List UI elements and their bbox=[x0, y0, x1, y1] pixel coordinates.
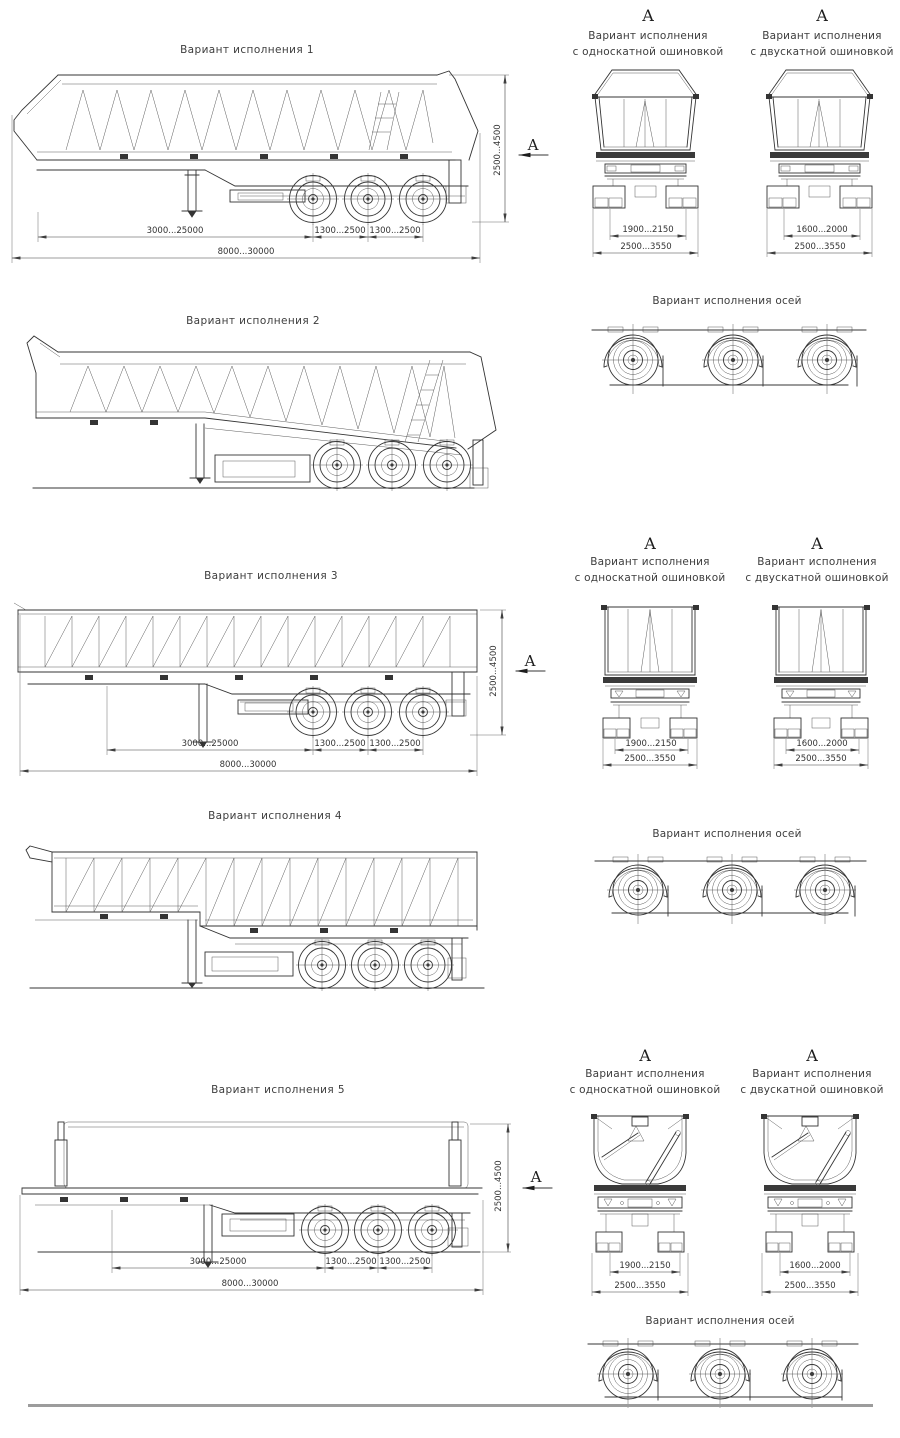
v4-truss-verticals bbox=[65, 858, 459, 926]
width-top-right: 2500...3550 bbox=[794, 242, 845, 252]
rear-views-mid: 1900...2150 2500...3550 1600...2000 2500… bbox=[600, 604, 871, 769]
variant-3-drawing: 3000...25000 1300...2500 1300...2500 800… bbox=[13, 602, 546, 776]
rear-top-left-marker: А bbox=[641, 6, 655, 25]
v1-dim-height: 2500...4500 bbox=[493, 124, 503, 175]
v5-wheels bbox=[298, 1203, 459, 1257]
rear-bot-left-marker: А bbox=[638, 1046, 652, 1065]
v3-dimensions: 3000...25000 1300...2500 1300...2500 800… bbox=[19, 609, 546, 776]
v2-chassis bbox=[32, 423, 489, 489]
axles-drawing-2 bbox=[594, 853, 867, 925]
v3-truss-verticals bbox=[44, 616, 451, 667]
v4-chassis bbox=[29, 919, 485, 989]
axles-drawing-1 bbox=[591, 323, 867, 395]
rear-top-left-label-1: Вариант исполнения bbox=[588, 30, 708, 42]
track-single-top: 1900...2150 bbox=[622, 225, 673, 235]
v5-view-marker: А bbox=[530, 1168, 542, 1186]
v3-dim-spacing-1: 1300...2500 bbox=[314, 739, 365, 749]
v1-dim-spacing-2: 1300...2500 bbox=[369, 226, 420, 236]
axles-title-3: Вариант исполнения осей bbox=[645, 1315, 795, 1327]
v4-wheels bbox=[295, 938, 455, 992]
rear-bot-right-label-2: с двускатной ошиновкой bbox=[740, 1084, 884, 1096]
rear-views-bottom: 1900...2150 2500...3550 1600...2000 2500… bbox=[590, 1113, 860, 1296]
width-mid-left: 2500...3550 bbox=[624, 754, 675, 764]
rear-mid-dims: 1900...2150 2500...3550 1600...2000 2500… bbox=[602, 739, 869, 769]
v1-view-marker: А bbox=[527, 136, 539, 154]
rear-bot-right-label-1: Вариант исполнения bbox=[752, 1068, 872, 1080]
v4-body bbox=[25, 845, 478, 933]
variant-3-title: Вариант исполнения 3 bbox=[204, 570, 338, 582]
bottom-divider bbox=[28, 1404, 873, 1407]
rear-top-right-label-1: Вариант исполнения bbox=[762, 30, 882, 42]
variant-1-title: Вариант исполнения 1 bbox=[180, 44, 314, 56]
v5-dim-kingpin: 3000...25000 bbox=[190, 1257, 247, 1267]
v1-dim-length: 8000...30000 bbox=[218, 247, 275, 257]
track-dual-mid: 1600...2000 bbox=[796, 739, 847, 749]
rear-top-right-marker: А bbox=[815, 6, 829, 25]
v2-body bbox=[26, 335, 497, 450]
v5-body bbox=[21, 1121, 483, 1202]
v1-ladder bbox=[368, 91, 400, 151]
v5-dimensions: 3000...25000 1300...2500 1300...2500 800… bbox=[19, 1123, 553, 1295]
rear-views-top: 1900...2150 2500...3550 1600...2000 2500… bbox=[591, 69, 874, 257]
width-mid-right: 2500...3550 bbox=[795, 754, 846, 764]
v3-dim-kingpin: 3000...25000 bbox=[182, 739, 239, 749]
track-dual-top: 1600...2000 bbox=[796, 225, 847, 235]
v3-dim-length: 8000...30000 bbox=[220, 760, 277, 770]
width-top-left: 2500...3550 bbox=[620, 242, 671, 252]
rear-mid-right-label-1: Вариант исполнения bbox=[757, 556, 877, 568]
width-bot-right: 2500...3550 bbox=[784, 1281, 835, 1291]
rear-mid-right-marker: А bbox=[810, 534, 824, 553]
v1-truss bbox=[65, 89, 434, 151]
v3-view-marker: А bbox=[524, 652, 536, 670]
variant-2-drawing bbox=[26, 335, 497, 492]
rear-bot-left-label-2: с односкатной ошиновкой bbox=[569, 1084, 721, 1096]
v5-chassis bbox=[35, 1204, 481, 1268]
v3-body bbox=[13, 602, 478, 680]
rear-mid-left-label-2: с односкатной ошиновкой bbox=[574, 572, 726, 584]
width-bot-left: 2500...3550 bbox=[614, 1281, 665, 1291]
rear-bot-left-label-1: Вариант исполнения bbox=[585, 1068, 705, 1080]
variant-2-title: Вариант исполнения 2 bbox=[186, 315, 320, 327]
variant-5-title: Вариант исполнения 5 bbox=[211, 1084, 345, 1096]
rear-mid-left-label-1: Вариант исполнения bbox=[590, 556, 710, 568]
v2-ladder bbox=[404, 359, 444, 443]
variant-4-drawing bbox=[25, 845, 485, 992]
v5-dim-height: 2500...4500 bbox=[494, 1160, 504, 1211]
track-single-bot: 1900...2150 bbox=[619, 1261, 670, 1271]
v5-dim-spacing-2: 1300...2500 bbox=[379, 1257, 430, 1267]
rear-mid-left-marker: А bbox=[643, 534, 657, 553]
v1-dimensions: 3000...25000 1300...2500 1300...2500 800… bbox=[11, 74, 549, 263]
variant-4-title: Вариант исполнения 4 bbox=[208, 810, 342, 822]
rear-top-dims: 1900...2150 2500...3550 1600...2000 2500… bbox=[592, 209, 873, 257]
rear-top-left-label-2: с односкатной ошиновкой bbox=[572, 46, 724, 58]
v5-dim-spacing-1: 1300...2500 bbox=[325, 1257, 376, 1267]
rear-mid-right-label-2: с двускатной ошиновкой bbox=[745, 572, 889, 584]
v3-chassis bbox=[27, 671, 471, 748]
v4-truss-diagonals bbox=[65, 857, 459, 927]
variant-1-drawing: 3000...25000 1300...2500 1300...2500 800… bbox=[11, 70, 549, 263]
rear-bot-dims: 1900...2150 2500...3550 1600...2000 2500… bbox=[591, 1253, 859, 1296]
v3-truss-diagonals bbox=[44, 615, 451, 668]
axles-drawing-3 bbox=[587, 1337, 859, 1409]
axles-title-2: Вариант исполнения осей bbox=[652, 828, 802, 840]
v1-chassis bbox=[36, 159, 469, 218]
v3-dim-height: 2500...4500 bbox=[489, 645, 499, 696]
v5-dim-length: 8000...30000 bbox=[222, 1279, 279, 1289]
v1-dim-kingpin: 3000...25000 bbox=[147, 226, 204, 236]
v3-dim-spacing-2: 1300...2500 bbox=[369, 739, 420, 749]
rear-bot-right-marker: А bbox=[805, 1046, 819, 1065]
axles-title-1: Вариант исполнения осей bbox=[652, 295, 802, 307]
v2-truss bbox=[69, 365, 456, 439]
track-single-mid: 1900...2150 bbox=[625, 739, 676, 749]
rear-top-right-label-2: с двускатной ошиновкой bbox=[750, 46, 894, 58]
v1-dim-spacing-1: 1300...2500 bbox=[314, 226, 365, 236]
v1-body bbox=[13, 70, 479, 161]
track-dual-bot: 1600...2000 bbox=[789, 1261, 840, 1271]
variant-5-drawing: 3000...25000 1300...2500 1300...2500 800… bbox=[19, 1121, 553, 1295]
